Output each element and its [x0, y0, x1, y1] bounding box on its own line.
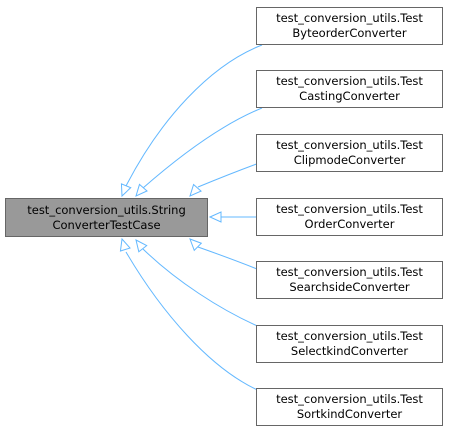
edge-clipmode-arrowhead [189, 183, 202, 197]
edge-sortkind-arrowhead [119, 237, 131, 252]
edge-searchside-line [197, 246, 263, 272]
child-name-line1: test_conversion_utils.Test [276, 329, 423, 343]
child-name-line1: test_conversion_utils.Test [276, 11, 423, 25]
child-name-line2: SelectkindConverter [290, 344, 409, 358]
child-name-line1: test_conversion_utils.Test [276, 202, 423, 216]
base-class-node[interactable]: test_conversion_utils.String ConverterTe… [5, 198, 208, 237]
edge-byteorder-line [125, 44, 263, 187]
edge-selectkind-line [142, 248, 263, 329]
child-node-selectkind[interactable]: test_conversion_utils.Test SelectkindCon… [256, 325, 443, 363]
child-name-line2: ByteorderConverter [292, 26, 407, 40]
edge-casting-line [142, 107, 263, 189]
edge-clipmode-line [197, 161, 263, 188]
child-node-sortkind[interactable]: test_conversion_utils.Test SortkindConve… [256, 388, 443, 426]
child-node-order[interactable]: test_conversion_utils.Test OrderConverte… [256, 198, 443, 236]
child-name-line2: SearchsideConverter [289, 280, 410, 294]
base-class-name-line1: test_conversion_utils.String [27, 202, 186, 217]
child-name-line1: test_conversion_utils.Test [276, 74, 423, 88]
child-name-line1: test_conversion_utils.Test [276, 265, 423, 279]
child-node-searchside[interactable]: test_conversion_utils.Test SearchsideCon… [256, 261, 443, 299]
child-node-casting[interactable]: test_conversion_utils.Test CastingConver… [256, 70, 443, 108]
child-node-clipmode[interactable]: test_conversion_utils.Test ClipmodeConve… [256, 134, 443, 172]
child-name-line2: SortkindConverter [296, 407, 403, 421]
base-class-name-line2: ConverterTestCase [52, 217, 161, 232]
edge-byteorder-arrowhead [120, 183, 132, 198]
child-name-line1: test_conversion_utils.Test [276, 138, 423, 152]
child-name-line2: ClipmodeConverter [293, 153, 406, 167]
edge-order-arrowhead [208, 211, 222, 223]
child-node-byteorder[interactable]: test_conversion_utils.Test ByteorderConv… [256, 7, 443, 45]
child-name-line1: test_conversion_utils.Test [276, 392, 423, 406]
child-name-line2: OrderConverter [304, 217, 395, 231]
edge-selectkind-arrowhead [135, 239, 148, 253]
edge-searchside-arrowhead [189, 238, 203, 252]
edge-casting-arrowhead [135, 183, 148, 197]
edge-sortkind-line [125, 251, 263, 393]
child-name-line2: CastingConverter [299, 89, 400, 103]
